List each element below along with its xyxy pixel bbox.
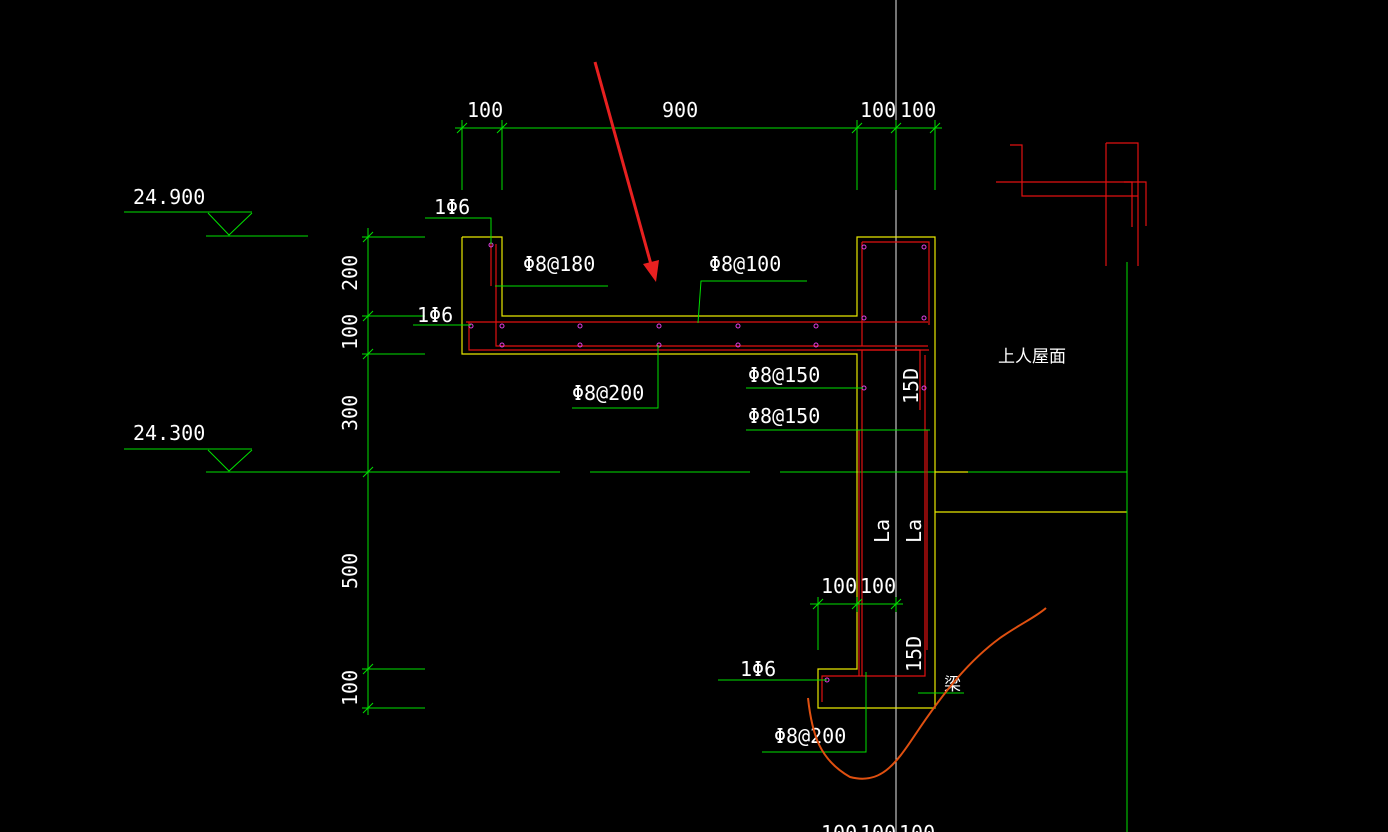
right-column-line <box>968 262 1128 832</box>
elevation-label-upper: 24.900 <box>133 185 205 209</box>
top-dim-label-4: 100 <box>900 98 936 122</box>
anchorage-label-la-left: La <box>870 519 894 543</box>
rebar-label-slab-top-left: Φ8@180 <box>523 252 595 276</box>
lower-dimension-chain <box>810 597 903 650</box>
rebar-label-ledge-bottom: Φ8@200 <box>774 724 846 748</box>
rebar-label-wall-2: Φ8@150 <box>748 404 820 428</box>
rebar-label-mid-left: 1Φ6 <box>417 303 453 327</box>
rebar-label-slab-top-right: Φ8@100 <box>709 252 781 276</box>
rebar-label-slab-bottom: Φ8@200 <box>572 381 644 405</box>
red-arrow-annotation <box>593 61 659 282</box>
bottom-cut-dim-2: 100 <box>860 821 896 832</box>
lower-dim-label-2: 100 <box>860 574 896 598</box>
bottom-cut-dim-1: 100 <box>821 821 857 832</box>
left-dim-label-200: 200 <box>338 255 362 291</box>
right-structure-outline <box>996 142 1147 266</box>
lower-dim-label-1: 100 <box>821 574 857 598</box>
anchorage-label-la-right: La <box>902 519 926 543</box>
elevation-marker-lower <box>124 448 253 472</box>
left-dim-label-100a: 100 <box>338 314 362 350</box>
top-dimension-chain <box>455 120 942 190</box>
rebar-label-wall-1: Φ8@150 <box>748 363 820 387</box>
elevation-marker-upper <box>124 211 308 237</box>
left-dim-label-300: 300 <box>338 395 362 431</box>
top-dim-label-1: 100 <box>467 98 503 122</box>
hand-drawn-curve <box>807 607 1047 780</box>
left-dim-label-100b: 100 <box>338 670 362 706</box>
leader-lines <box>413 217 964 753</box>
top-dim-label-3: 100 <box>860 98 896 122</box>
room-label: 上人屋面 <box>998 347 1066 367</box>
rebar-label-top-corner: 1Φ6 <box>434 195 470 219</box>
elevation-label-lower: 24.300 <box>133 421 205 445</box>
left-dim-label-500: 500 <box>338 553 362 589</box>
top-dim-label-2: 900 <box>662 98 698 122</box>
anchorage-label-15d-upper: 15D <box>899 368 923 404</box>
rebar-label-bottom-left: 1Φ6 <box>740 657 776 681</box>
anchorage-label-15d-lower: 15D <box>902 636 926 672</box>
bottom-cut-dim-3: 100 <box>899 821 935 832</box>
rebar-lines <box>466 241 930 702</box>
